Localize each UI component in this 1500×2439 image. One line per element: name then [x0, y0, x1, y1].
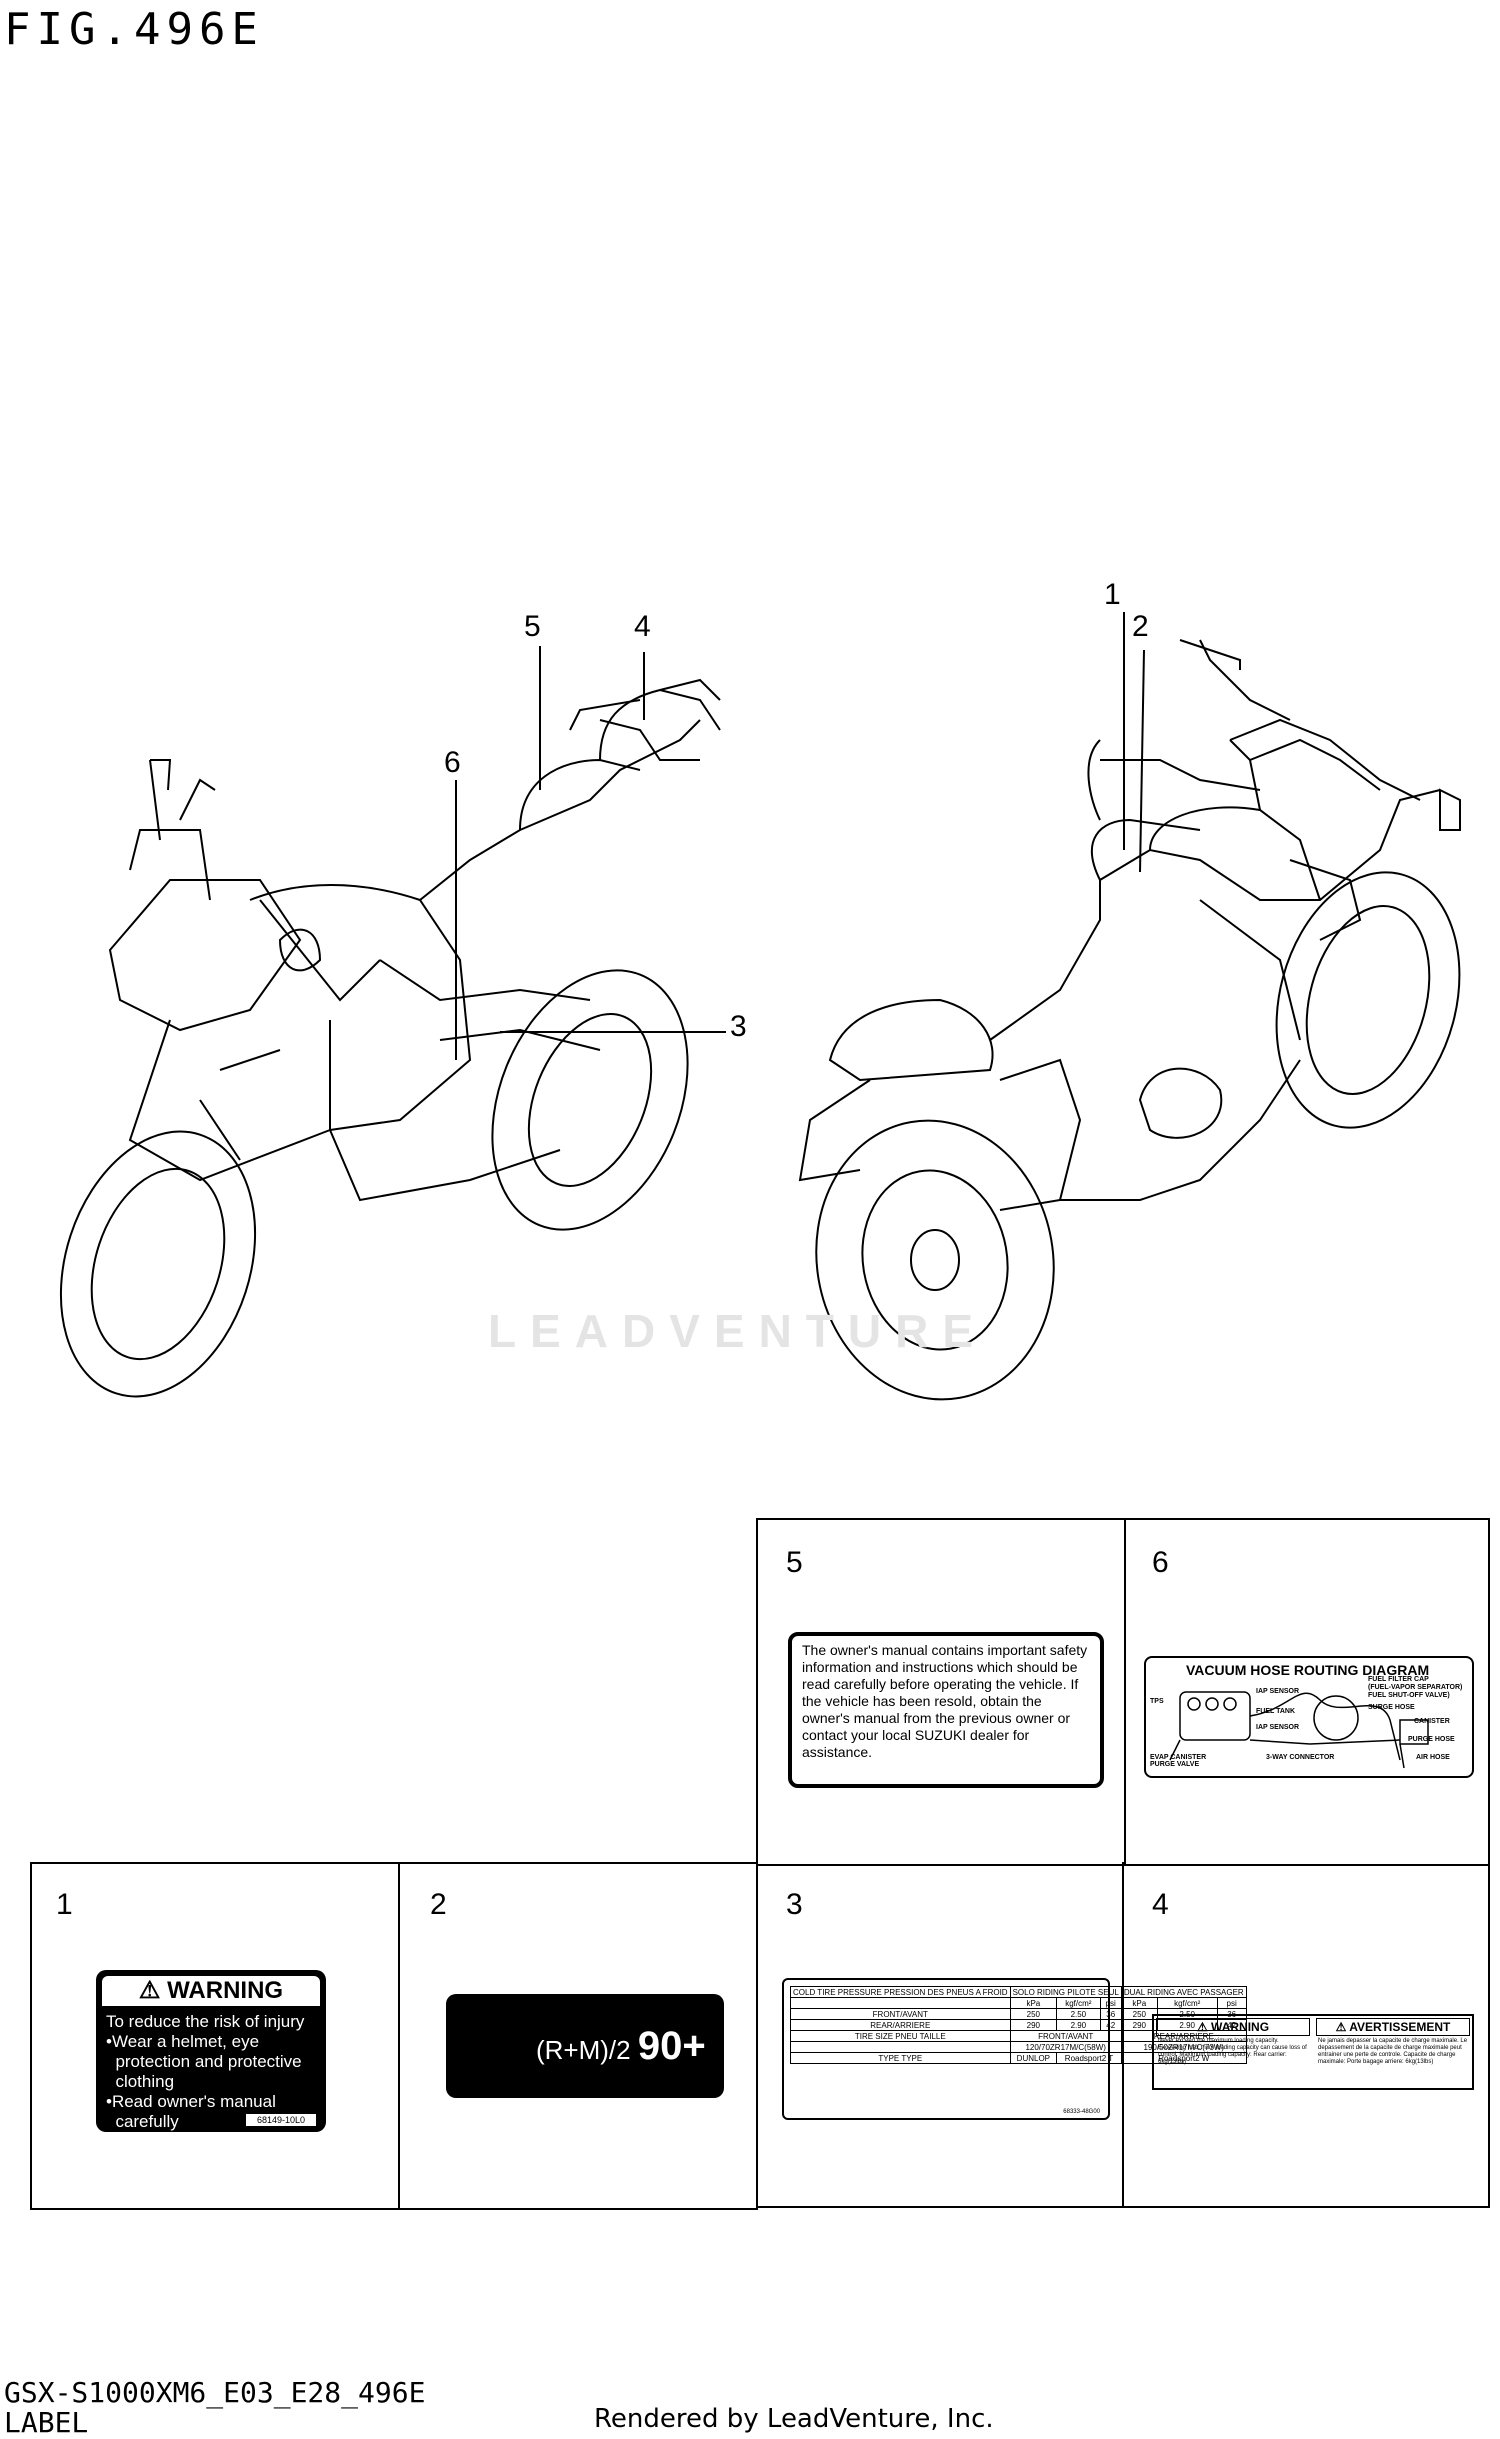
tire-pressure-label: COLD TIRE PRESSURE PRESSION DES PNEUS A … — [782, 1978, 1247, 2120]
tp-header-cold: COLD TIRE PRESSURE PRESSION DES PNEUS A … — [790, 1986, 1011, 1998]
tag-canister: CANISTER — [1414, 1718, 1450, 1725]
warning-heading: ⚠ WARNING — [102, 1976, 320, 2006]
tp-unit — [790, 1997, 1011, 2009]
tag-surge-hose: SURGE HOSE — [1368, 1704, 1415, 1711]
vacuum-hose-routing-label: VACUUM HOSE ROUTING DIAGRAM TPS IAP SENS… — [1144, 1656, 1474, 1778]
cell-number-4: 4 — [1152, 1888, 1169, 1921]
tp-header-dual: DUAL RIDING AVEC PASSAGER — [1120, 1986, 1247, 1998]
callout-5: 5 — [524, 610, 541, 643]
section-name: LABEL — [4, 2406, 89, 2439]
loading-warning-heading: ⚠ WARNING — [1156, 2018, 1310, 2036]
callout-1: 1 — [1104, 578, 1121, 611]
tp-rear: 42 — [1099, 2019, 1122, 2031]
tp-unit: kPa — [1009, 1997, 1058, 2009]
label-part-code: 68149-10L0 — [246, 2114, 316, 2126]
loading-capacity-label: ⚠ WARNING Never exceed the maximum loadi… — [1152, 2014, 1474, 2090]
label-cell-5 — [756, 1518, 1126, 1866]
octane-text: (R+M)/2 90+ — [536, 2024, 706, 2069]
callout-6: 6 — [444, 746, 461, 779]
tag-iap-sensor-2: IAP SENSOR — [1256, 1724, 1300, 1731]
tire-pressure-table: COLD TIRE PRESSURE PRESSION DES PNEUS A … — [790, 1986, 1247, 2064]
owners-manual-label: The owner's manual contains important sa… — [788, 1632, 1104, 1788]
callout-4: 4 — [634, 610, 651, 643]
tp-type: Roadsport2 T — [1056, 2052, 1122, 2064]
avertissement-heading: ⚠ AVERTISSEMENT — [1316, 2018, 1470, 2036]
tag-purge-hose: PURGE HOSE — [1408, 1736, 1455, 1743]
callout-3: 3 — [730, 1010, 747, 1043]
tag-3-way-connector: 3-WAY CONNECTOR — [1266, 1754, 1335, 1761]
vacuum-diagram-drawing — [1169, 1691, 1429, 1769]
tp-header-solo: SOLO RIDING PILOTE SEUL — [1009, 1986, 1122, 1998]
tire-label-code: 68333-48G00 — [1063, 2109, 1100, 2115]
warning-body: To reduce the risk of injury •Wear a hel… — [106, 2012, 305, 2131]
tp-size-val: 120/70ZR17M/C(58W) — [1009, 2041, 1122, 2053]
tag-air-hose: AIR HOSE — [1416, 1754, 1450, 1761]
tp-front: FRONT/AVANT — [790, 2008, 1011, 2020]
cell-number-1: 1 — [56, 1888, 73, 1921]
tp-rear: 2.90 — [1056, 2019, 1101, 2031]
helmet-warning-label: ⚠ WARNING To reduce the risk of injury •… — [96, 1970, 326, 2132]
loading-warning-en: ⚠ WARNING Never exceed the maximum loadi… — [1156, 2018, 1310, 2086]
tag-iap-sensor-1: IAP SENSOR — [1256, 1688, 1300, 1695]
right-motorcycle — [798, 639, 1461, 1401]
tp-front: 250 — [1009, 2008, 1058, 2020]
octane-formula: (R+M)/2 — [536, 2035, 631, 2065]
loading-warning-fr: ⚠ AVERTISSEMENT Ne jamais depasser la ca… — [1316, 2018, 1470, 2086]
vacuum-label-title: VACUUM HOSE ROUTING DIAGRAM — [1186, 1662, 1430, 1678]
label-cell-6 — [1122, 1518, 1490, 1866]
callout-2: 2 — [1132, 610, 1149, 643]
tp-size-val — [790, 2041, 1011, 2053]
tp-front: 2.50 — [1056, 2008, 1101, 2020]
octane-rating-label: (R+M)/2 90+ — [446, 1994, 724, 2098]
tp-rear: REAR/ARRIERE — [790, 2019, 1011, 2031]
cell-number-6: 6 — [1152, 1546, 1169, 1579]
tp-front: 36 — [1099, 2008, 1122, 2020]
tag-tps: TPS — [1150, 1698, 1164, 1705]
tag-fuel-filter-cap: FUEL FILTER CAP — [1368, 1676, 1429, 1683]
tp-size: TIRE SIZE PNEU TAILLE — [790, 2030, 1011, 2042]
cell-number-2: 2 — [430, 1888, 447, 1921]
tag-fuel-vapor-separator: (FUEL-VAPOR SEPARATOR) — [1368, 1684, 1463, 1691]
label-cell-4 — [1122, 1862, 1490, 2208]
tp-unit: kPa — [1120, 1997, 1158, 2009]
loading-warning-text: Never exceed the maximum loading capacit… — [1158, 2038, 1307, 2065]
tp-unit: psi — [1216, 1997, 1247, 2009]
tag-evap-canister-purge-valve: EVAP CANISTER PURGE VALVE — [1150, 1754, 1207, 1768]
avertissement-text: Ne jamais depasser la capacite de charge… — [1318, 2038, 1468, 2065]
rendered-by: Rendered by LeadVenture, Inc. — [594, 2404, 994, 2434]
tag-fuel-tank: FUEL TANK — [1256, 1708, 1296, 1715]
cell-number-3: 3 — [786, 1888, 803, 1921]
tp-type: DUNLOP — [1009, 2052, 1058, 2064]
tp-unit: psi — [1099, 1997, 1122, 2009]
tp-rear: 290 — [1009, 2019, 1058, 2031]
octane-number: 90+ — [637, 2024, 706, 2068]
cell-number-5: 5 — [786, 1546, 803, 1579]
leader-lines — [455, 612, 1145, 1060]
tag-fuel-shutoff-valve: FUEL SHUT-OFF VALVE) — [1368, 1692, 1450, 1699]
model-code: GSX-S1000XM6_E03_E28_496E — [4, 2376, 426, 2409]
figure-title: FIG.496E — [4, 4, 264, 55]
tp-type: TYPE TYPE — [790, 2052, 1011, 2064]
tp-unit: kgf/cm² — [1156, 1997, 1218, 2009]
tp-size: FRONT/AVANT — [1009, 2030, 1122, 2042]
left-motorcycle — [59, 678, 721, 1398]
watermark: LEADVENTURE — [488, 1305, 988, 1357]
tp-unit: kgf/cm² — [1056, 1997, 1101, 2009]
label-cell-1 — [30, 1862, 400, 2210]
label-cell-2 — [396, 1862, 758, 2210]
